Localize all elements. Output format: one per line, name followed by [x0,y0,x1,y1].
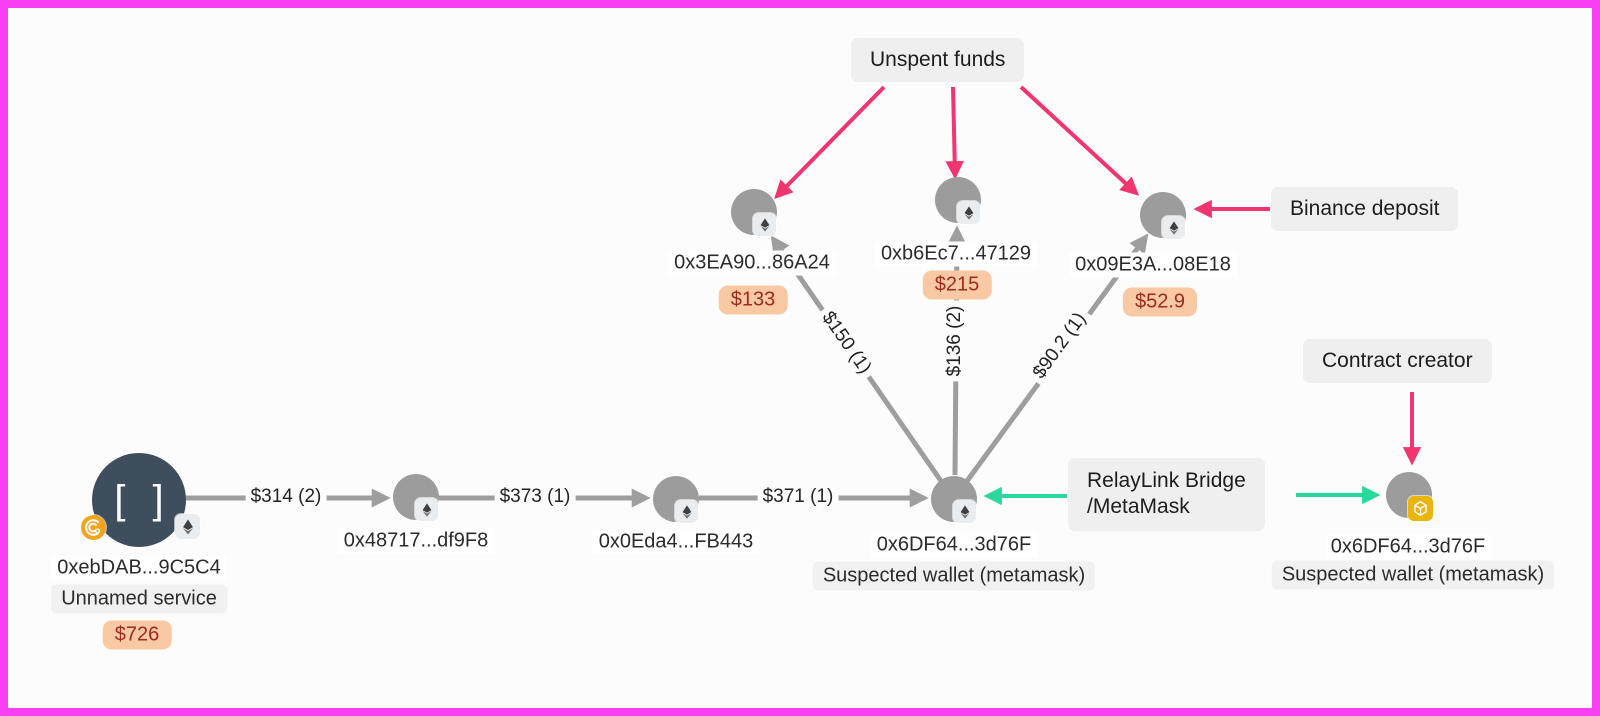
ethereum-icon [753,213,776,236]
annotation-arrow-unspent1 [774,85,886,199]
annotation-arrow-unspent3 [1019,85,1140,196]
brackets-icon: [ ] [114,477,172,522]
edge-label-service-to-hop1[interactable]: $314 (2) [245,486,327,508]
ethereum-icon [415,498,438,521]
ethereum-icon [175,514,200,539]
annotation-contract-creator[interactable]: Contract creator [1303,339,1492,383]
node-unnamed-service[interactable]: [ ] [81,453,200,547]
annotation-binance-deposit[interactable]: Binance deposit [1271,187,1459,231]
node-unspent-1[interactable] [731,189,777,236]
node-address: 0x09E3A...08E18 [1069,252,1237,278]
node-hop1[interactable] [393,474,439,521]
node-address: 0x6DF64...3d76F [1324,534,1492,560]
edge-label-wallet-to-unspent2[interactable]: $136 (2) [944,300,966,382]
ethereum-icon [1162,216,1185,239]
node-address: 0xebDAB...9C5C4 [51,555,227,581]
node-address: 0x3EA90...86A24 [668,250,836,276]
annotation-relaylink-bridge[interactable]: RelayLink Bridge /MetaMask [1068,458,1265,531]
ethereum-icon [957,201,980,224]
bnb-chain-icon [1408,496,1433,521]
node-unspent-3[interactable] [1140,192,1186,239]
value-badge: $215 [922,270,992,300]
node-address: 0x48717...df9F8 [337,528,495,554]
node-suspected-wallet-bsc[interactable] [1386,472,1433,521]
node-address: 0x0Eda4...FB443 [592,529,760,555]
node-name-tag: Unnamed service [51,584,227,614]
edge-label-hop1-to-hop2[interactable]: $373 (1) [494,486,576,508]
node-address: 0xb6Ec7...47129 [874,241,1038,267]
node-name-tag: Suspected wallet (metamask) [812,561,1096,591]
ethereum-icon [953,500,976,523]
node-address: 0x6DF64...3d76F [870,532,1038,558]
node-name-tag: Suspected wallet (metamask) [1271,560,1555,590]
annotation-relaylink-line2: /MetaMask [1087,495,1190,519]
annotation-arrow-unspent2 [945,86,964,180]
node-suspected-wallet-eth[interactable] [931,476,977,523]
annotation-unspent-funds[interactable]: Unspent funds [851,38,1025,82]
value-badge: $133 [718,285,788,315]
ethereum-icon [675,500,698,523]
annotation-relaylink-line1: RelayLink Bridge [1087,469,1246,492]
value-badge: $52.9 [1122,287,1198,317]
node-unspent-2[interactable] [935,177,981,224]
node-hop2[interactable] [653,476,699,523]
value-badge: $726 [102,620,172,650]
service-logo-icon [81,515,106,540]
edge-label-hop2-to-wallet[interactable]: $371 (1) [757,486,839,508]
